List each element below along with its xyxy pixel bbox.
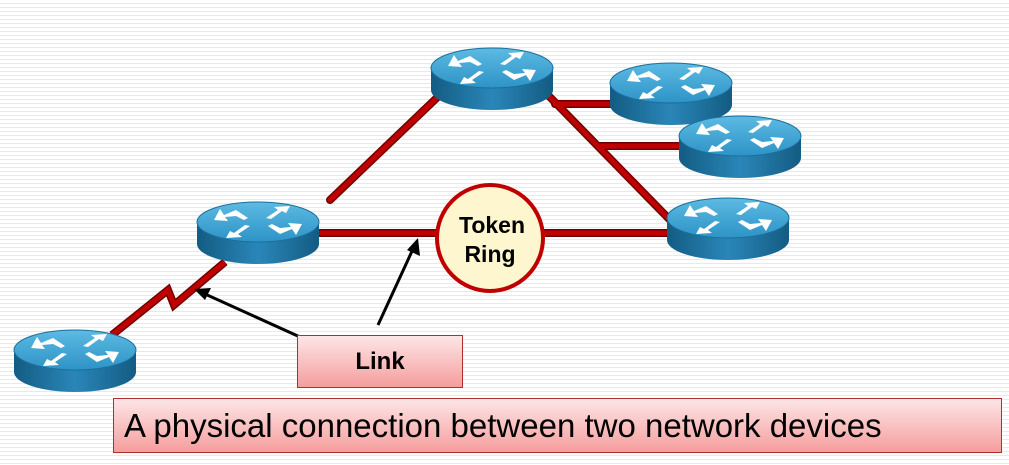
router-icon xyxy=(13,329,137,393)
links xyxy=(109,86,689,339)
token-ring-icon: Token Ring xyxy=(435,183,545,293)
router-icon xyxy=(666,197,790,261)
link-left-top xyxy=(327,87,448,203)
arrows xyxy=(194,238,420,339)
ring-label-line1: Token xyxy=(459,212,525,238)
ring-label-line2: Ring xyxy=(464,241,515,267)
caption-text: A physical connection between two networ… xyxy=(124,406,882,444)
link-label: Link xyxy=(355,347,405,375)
router-icon xyxy=(430,47,554,111)
link-top-right xyxy=(540,87,675,225)
link-callout: Link xyxy=(297,335,463,388)
arrow-icon xyxy=(204,292,301,339)
router-icon xyxy=(196,201,320,265)
caption-box: A physical connection between two networ… xyxy=(113,398,1002,453)
router-icon xyxy=(609,62,733,126)
router-icon xyxy=(678,115,802,179)
arrow-icon xyxy=(376,248,415,326)
